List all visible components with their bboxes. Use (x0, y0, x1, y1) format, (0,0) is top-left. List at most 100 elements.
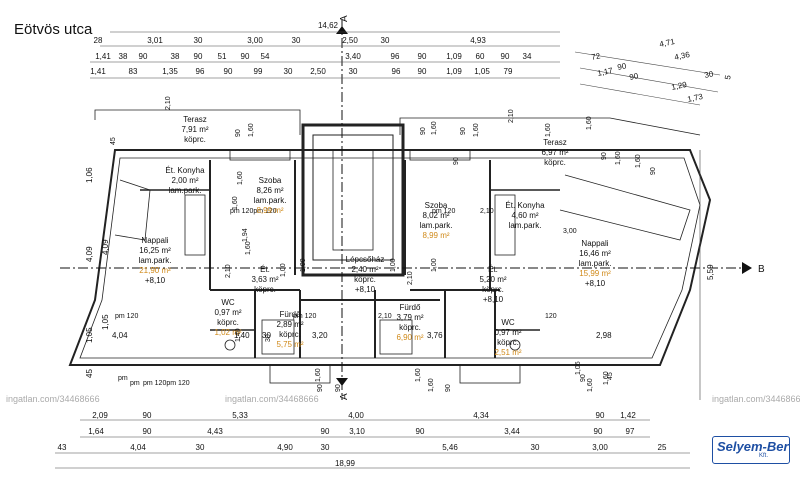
dim-small: 2,10 (407, 271, 414, 285)
dim-small: pm (130, 380, 140, 387)
dim-small: 1,60 (315, 368, 322, 382)
dim-small: 1,00 (390, 258, 397, 272)
dim-top-row2: 90 (501, 52, 510, 61)
dim-small: 2,10 (225, 264, 232, 278)
dim-small: 90 (235, 129, 242, 137)
dim-small: 1,60 (237, 171, 244, 185)
dim-left-side: 45 (85, 369, 94, 378)
dim-small: 90 (650, 167, 657, 175)
watermark-text: ingatlan.com/34468666 (225, 394, 319, 404)
dim-small: pm 120 (293, 313, 316, 320)
room-total-area: 2,51 m² (494, 348, 521, 357)
room-dimension: 4,04 (112, 331, 128, 340)
logo-name: Selyem-Ber (717, 439, 789, 454)
dim-top-row1: 30 (292, 36, 301, 45)
dim-bottom-row1: 90 (596, 411, 605, 420)
room-floor: lam.park. (254, 196, 287, 205)
window-series (114, 179, 151, 241)
dim-left-side: 1,06 (85, 167, 94, 183)
dim-top-right: 4,36 (674, 50, 692, 62)
room-name: Fürdő (280, 310, 301, 319)
dim-small: 1,60 (428, 378, 435, 392)
dim-line (579, 67, 719, 93)
dim-top-row2: 54 (261, 52, 270, 61)
right-window-strip (409, 149, 471, 161)
dim-bottom-row3: 30 (321, 443, 330, 452)
dim-top-row3: 1,05 (474, 67, 490, 76)
watermark-text: ingatlan.com/34468666 (712, 394, 800, 404)
room-name: Terasz (543, 138, 567, 147)
arrow-b-right (742, 262, 752, 274)
dim-top-right: 4,71 (659, 37, 677, 49)
dim-top-row3: 90 (224, 67, 233, 76)
arrow-a-bottom (336, 378, 348, 386)
dim-top-total: 14,62 (318, 21, 339, 30)
room-floor: köprc. (217, 318, 239, 327)
dim-top-row3: 1,35 (162, 67, 178, 76)
dim-bottom-row2: 3,10 (349, 427, 365, 436)
dim-top-row3: 1,41 (90, 67, 106, 76)
room-name: Szoba (259, 176, 282, 185)
stair-core-outer (301, 123, 405, 277)
room-area: 0,97 m² (494, 328, 521, 337)
dim-top-row1: 30 (381, 36, 390, 45)
room-level: +8,10 (483, 295, 504, 304)
room-name: Ét. (260, 265, 270, 274)
room-area: 2,89 m² (276, 320, 303, 329)
room-area: 8,02 m² (422, 211, 449, 220)
dim-bottom-row2: 97 (626, 427, 635, 436)
dim-bottom-row2: 1,64 (88, 427, 104, 436)
shaft (459, 364, 521, 384)
window-series (559, 174, 691, 241)
dim-small: pm 120 (115, 313, 138, 320)
room-name: Ét. (488, 265, 498, 274)
dim-line (574, 51, 721, 76)
watermark-text: ingatlan.com/34468666 (6, 394, 100, 404)
dim-bottom-row3: 30 (531, 443, 540, 452)
dim-top-row1: 28 (94, 36, 103, 45)
dim-small: 1,60 (587, 378, 594, 392)
dim-small: 1,60 (431, 121, 438, 135)
dim-small: 1,06 (575, 361, 582, 375)
room-floor: lam.park. (509, 221, 542, 230)
room-name: Nappali (581, 239, 608, 248)
dim-small: 90 (335, 384, 342, 392)
dim-top-right: 5 (723, 74, 733, 80)
dim-small: 1,00 (300, 258, 307, 272)
dim-line (579, 83, 701, 106)
kitchen-counter (494, 194, 516, 256)
dim-small: 120 (545, 313, 557, 320)
dim-small: 1,94 (242, 228, 249, 242)
dim-small: 1,60 (603, 371, 610, 385)
dim-bottom-row2: 4,43 (207, 427, 223, 436)
room-floor: lam.park. (579, 259, 612, 268)
stair-landing (332, 149, 374, 251)
room-floor: köprc. (497, 338, 519, 347)
room-name: WC (221, 298, 235, 307)
room-area: 0,97 m² (214, 308, 241, 317)
dim-top-row3: 90 (418, 67, 427, 76)
room-area: 6,97 m² (541, 148, 568, 157)
dim-bottom-total: 18,99 (335, 459, 356, 468)
dim-top-row2: 38 (171, 52, 180, 61)
dim-top-row2: 90 (194, 52, 203, 61)
dim-top-right: 1,29 (671, 80, 689, 92)
dim-small: 2,10 (378, 313, 392, 320)
dim-top-row3: 83 (129, 67, 138, 76)
room-area: 2,40 m² (351, 265, 378, 274)
dim-top-row3: 96 (392, 67, 401, 76)
dim-small: 2,10 (508, 109, 515, 123)
room-dimension: 3,76 (427, 331, 443, 340)
dim-bottom-row2: 90 (143, 427, 152, 436)
dim-small: 90 (460, 127, 467, 135)
dim-top-row3: 96 (196, 67, 205, 76)
dim-small: 1,00 (431, 258, 438, 272)
dim-top-row2: 90 (418, 52, 427, 61)
dim-small: 1,60 (248, 123, 255, 137)
dim-small: 1,60 (586, 116, 593, 130)
dim-bottom-row1: 4,34 (473, 411, 489, 420)
section-label-b: B (758, 264, 765, 275)
stair-core-inner (312, 134, 394, 261)
dim-bottom-row3: 5,46 (442, 443, 458, 452)
dim-top-row2: 51 (218, 52, 227, 61)
